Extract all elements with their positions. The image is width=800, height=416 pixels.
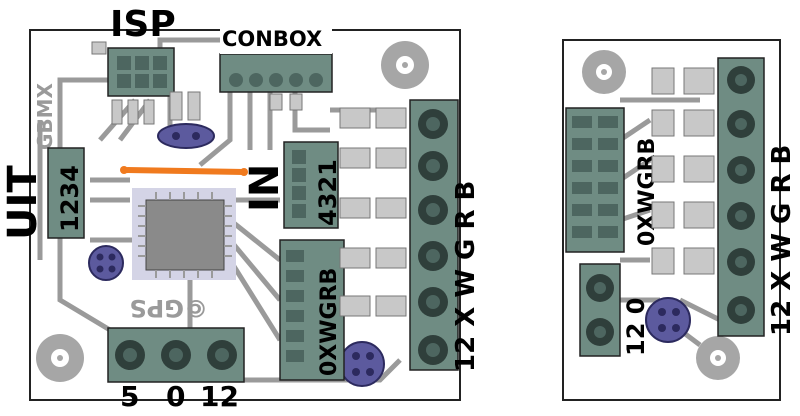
left-board: ISP CONBOX GBMX UIT (0, 4, 481, 413)
jumper-bottom (339, 341, 385, 387)
in-pin-labels: 4321 (314, 159, 342, 226)
in-label: IN (242, 164, 288, 212)
right-board-power-pin-labels: 12 0 (622, 298, 650, 356)
left-mounting-holes (36, 41, 429, 382)
in-header (283, 141, 339, 229)
gbmx-label: GBMX (33, 82, 57, 150)
orange-wire (121, 167, 247, 175)
conbox-header (219, 53, 333, 93)
power-pin-5: 5 (120, 380, 139, 412)
uit-pin-labels: 1234 (56, 165, 84, 232)
jumper-top (157, 123, 215, 149)
gps-logo: ©GPS (129, 294, 208, 322)
right-pin-labels: 12 X W G R B (451, 181, 481, 372)
right-board-jumper (645, 297, 691, 343)
conbox-label: CONBOX (222, 27, 322, 51)
power-pin-12: 12 (200, 380, 239, 412)
right-board-left-header (565, 107, 625, 253)
right-traces (618, 97, 722, 347)
jumper-left (88, 245, 124, 281)
isp-header (107, 47, 175, 97)
right-board: 0XWGRB 12 0 (562, 39, 797, 401)
right-mounting-holes (582, 50, 740, 380)
right-board-power-header (579, 263, 621, 357)
right-board-smd-column (651, 67, 715, 275)
smd-pads-top (91, 41, 303, 125)
power-pin-0: 0 (166, 380, 185, 412)
uit-header (47, 147, 85, 239)
mid-header (279, 239, 345, 381)
microcontroller-chip (132, 188, 236, 280)
right-terminal-header (409, 99, 459, 371)
isp-label: ISP (110, 4, 176, 45)
right-board-left-pin-labels: 0XWGRB (635, 138, 660, 246)
mid-pin-labels: 0XWGRB (317, 268, 342, 376)
power-header (107, 327, 245, 383)
right-board-terminal-pin-labels: 12 X W G R B (767, 145, 797, 336)
uit-label: UIT (0, 165, 46, 240)
right-board-terminal-header (717, 57, 765, 337)
smd-resistor-column (339, 107, 407, 317)
